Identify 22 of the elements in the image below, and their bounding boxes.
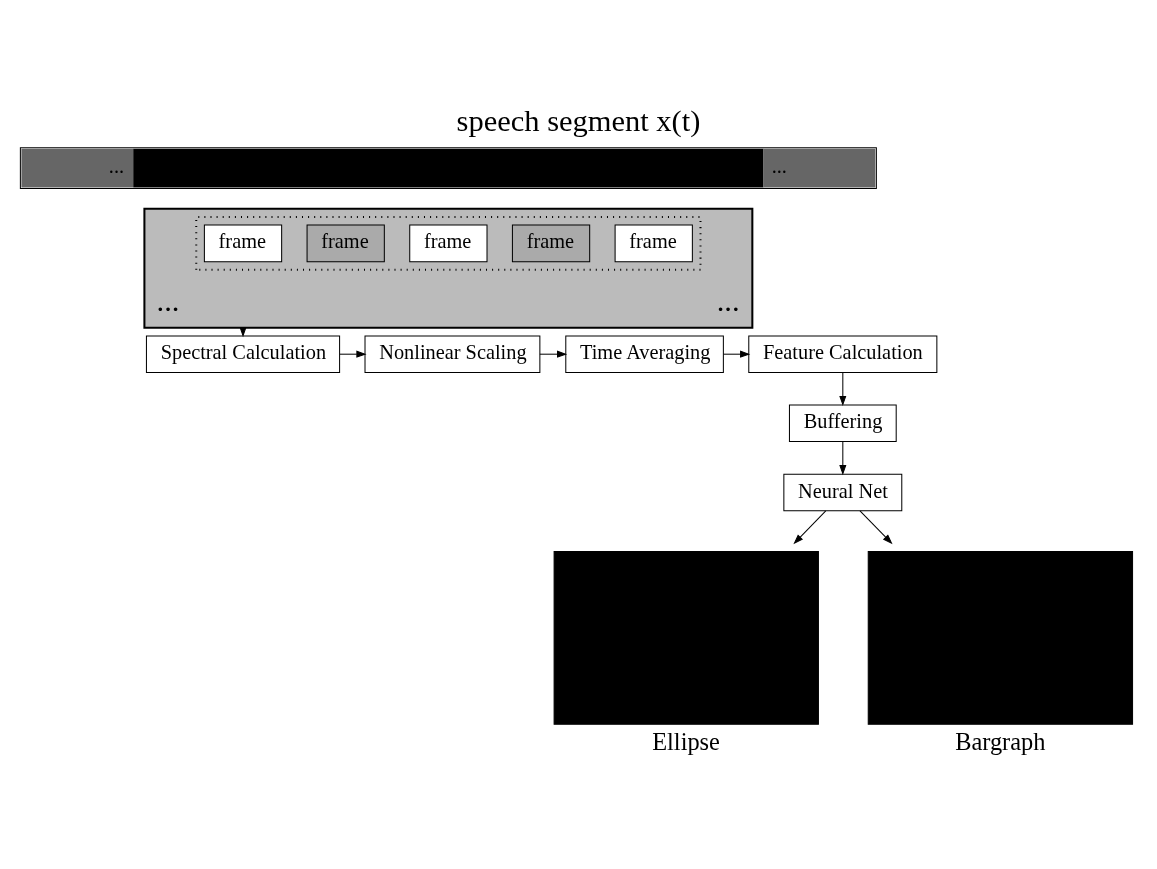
cluster — [195, 215, 702, 271]
arrow — [859, 510, 893, 545]
node-label: Ellipse — [652, 727, 720, 755]
node-box: Neural Net — [783, 473, 903, 512]
node-box: Spectral Calculation — [145, 335, 341, 373]
node-box: frame — [203, 224, 283, 263]
node-box: frame — [511, 224, 591, 263]
arrow — [839, 441, 847, 476]
node-box: Buffering — [788, 404, 897, 443]
node-label: Bargraph — [955, 727, 1046, 755]
arrow — [839, 372, 847, 407]
node-box: Feature Calculation — [748, 335, 938, 373]
arrow — [723, 350, 751, 358]
node-box: frame — [306, 224, 385, 263]
node-box: Time Averaging — [565, 335, 724, 373]
node-box: frame — [614, 224, 693, 263]
node-box: frame — [409, 224, 488, 263]
diagram-title: speech segment x(t) — [456, 103, 701, 138]
arrow — [793, 510, 827, 545]
node-box: Nonlinear Scaling — [364, 335, 541, 373]
arrow — [339, 350, 367, 358]
arrow — [539, 350, 568, 358]
